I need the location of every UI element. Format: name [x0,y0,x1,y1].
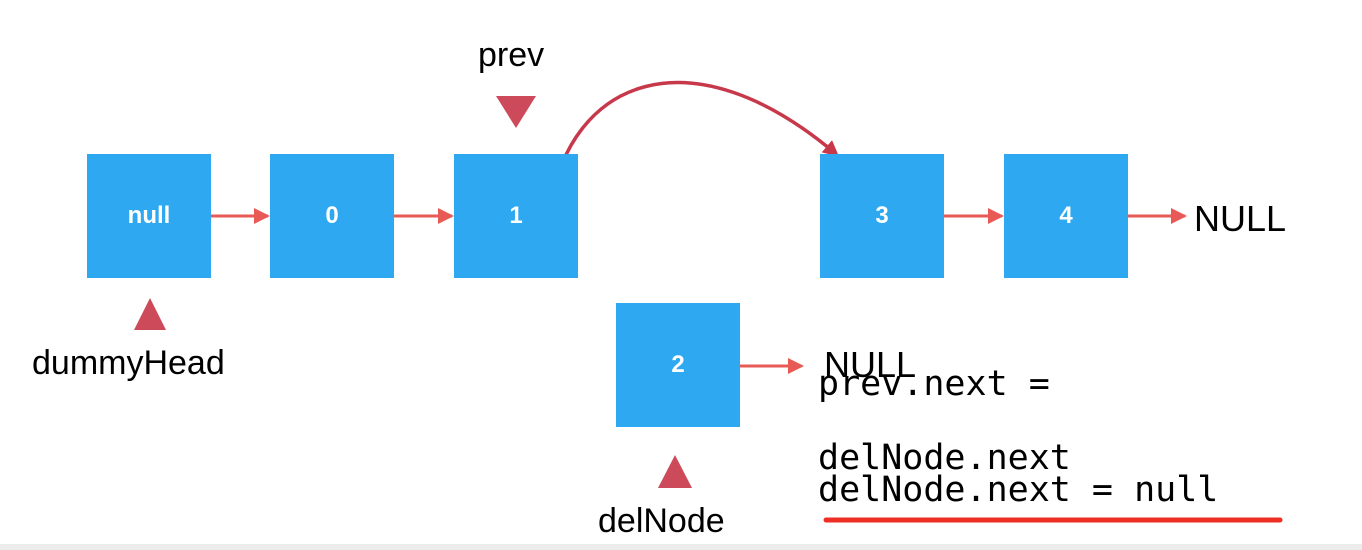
bottom-divider [0,544,1362,550]
node-4-value: 4 [1059,202,1073,229]
node-dummy-value: null [127,202,171,229]
node-0-value: 0 [325,202,339,229]
node-4: 4 [1004,154,1128,278]
dummy-head-pointer-icon [134,298,166,330]
code-line-3: delNode.next = null [818,470,1219,510]
code-line-2: delNode.next [818,438,1071,478]
node-2-value: 2 [671,351,685,378]
node-3: 3 [820,154,944,278]
node-1: 1 [454,154,578,278]
del-node-pointer-icon [658,455,692,488]
curve-arrow-1-to-3 [548,80,840,209]
null-label-del: NULL [824,344,917,385]
node-3-value: 3 [875,202,889,229]
node-dummy-head: null [87,154,211,278]
node-0: 0 [270,154,394,278]
del-node-label: delNode [598,502,725,540]
prev-label: prev [478,36,545,74]
node-2-deleted: 2 [616,303,740,427]
dummy-head-label: dummyHead [32,344,225,382]
node-1-value: 1 [509,202,523,229]
code-line-1: prev.next = [818,364,1050,404]
null-label-main: NULL [1194,198,1287,239]
prev-pointer-icon [496,96,536,128]
